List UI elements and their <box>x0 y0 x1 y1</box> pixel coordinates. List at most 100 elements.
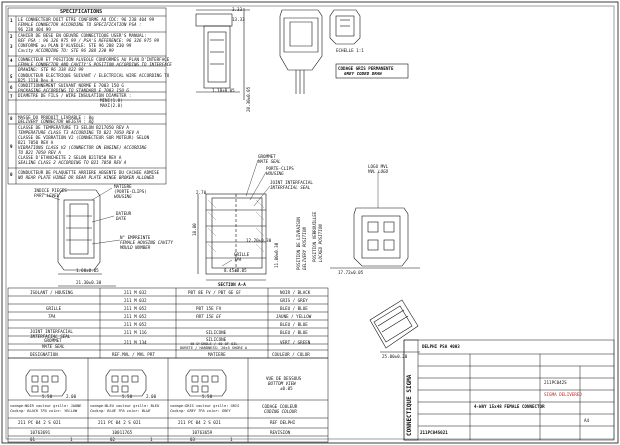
mat-cell: SILICONE <box>206 337 227 342</box>
variant-code: codage:NOIR couleur grille: JAUNE <box>10 404 82 408</box>
variant-num: 10763691 <box>30 430 51 435</box>
variant-connector-3 <box>185 369 227 397</box>
mat-cell: 40 D'SHOLE / 40 OF OIL <box>190 342 238 346</box>
dim-label: 11.80±0.30 <box>274 242 279 268</box>
mat-cell: ISOLANT / HOUSING <box>30 290 73 295</box>
mat-cell: BLEU / BLUE <box>280 330 308 335</box>
variant-code-en: Coding: BLACK TPA color: YELLOW <box>10 409 78 413</box>
variant-ref: 211 PC 04 2 S 021 <box>98 420 141 425</box>
label-mould-number: MOULD NUMBER <box>120 245 151 250</box>
scale-label: ECHELLE 1:1 <box>336 48 364 53</box>
spec-extra-line: TO B21 7050 REV A <box>18 150 61 155</box>
label-delivery-position: DELIVERY POSITION <box>302 227 307 270</box>
section-title: SECTION A-A <box>218 282 246 287</box>
bottom-cell: 1 <box>230 437 233 442</box>
dim-label: 20.30±0.05 <box>246 86 251 112</box>
label-position-livraison: POSITION DE LIVRAISON <box>296 217 301 270</box>
label-indice-pieces: INDICE PIECES <box>34 188 67 193</box>
spec-row-num: 7 <box>10 94 13 99</box>
spec-table <box>7 7 167 185</box>
spec-row-ref: MAXI(2.8) <box>100 103 123 108</box>
bottom-view-en: BOTTOM VIEW <box>268 381 296 386</box>
mat-cell: 211 M 032 <box>124 298 147 303</box>
label-joint-int: JOINT INTERFACIAL <box>270 180 313 185</box>
mat-cell: JAUNE / YELLOW <box>276 314 312 319</box>
bottom-cell: 03 <box>190 437 196 442</box>
dim-label: 18.80 <box>192 223 197 236</box>
dim-label: 13.33 <box>232 17 245 22</box>
spec-row-fr: CONDUCTEUR ELECTRIQUE SUIVANT / ELECTRIC… <box>18 73 170 78</box>
dim-label: 17.72±0.05 <box>338 270 364 275</box>
variant-connector-2 <box>105 369 147 397</box>
mat-designation: DESIGNATION <box>30 352 58 357</box>
spec-row-num: 1 <box>10 18 13 23</box>
title-status: SIGMA DELIVERED <box>544 392 582 397</box>
dim-label: 5.50 <box>202 394 213 399</box>
variant-ref: 211 PC 04 2 S 021 <box>178 420 221 425</box>
spec-row-fr: MASSE DU PRODUIT LIVRABLE : 8g <box>18 115 94 120</box>
dim-label: 1.10±0.05 <box>212 88 235 93</box>
bottom-cell: 1 <box>150 437 153 442</box>
dim-label: 5.50 <box>42 394 53 399</box>
spec-extra-line: B21 7050 REV A <box>18 140 54 145</box>
mat-cell: INTERFACIAL SEAL <box>30 334 71 339</box>
variant-code-en: CODING COLOUR <box>264 409 297 414</box>
label-tpa: TPA <box>234 257 242 262</box>
dim-label: 5.50 <box>122 394 133 399</box>
spec-title: SPECIFICATIONS <box>60 9 103 15</box>
spec-row-fr: CONNECTEUR ET POSITION ALVEOLE CONFORMES… <box>18 57 170 62</box>
mat-ref: REF.MVL / MVL PRT <box>112 352 155 357</box>
spec-extra-line: SEALING CLASS 2 ACCORDING TO B21 7050 RE… <box>18 160 127 165</box>
mat-cell: MATE SEAL <box>42 344 65 349</box>
mat-cell: GROMMET <box>44 338 62 343</box>
spec-row-fr: CONDITIONNEMENT SUIVANT NORME E 7003 150… <box>18 83 124 88</box>
spec-row-num: 5 <box>10 74 13 79</box>
mat-cell: PBT 15E GF <box>196 314 222 319</box>
title-sidebar: CONNECTIQUE SIGMA <box>406 374 413 436</box>
variant-num: 10763659 <box>192 430 213 435</box>
spec-row-fr: LE CONNECTEUR DOIT ETRE CONFORME AU CDC:… <box>18 17 155 22</box>
code-label-fr: CODAGE GRIS PERMANENTE <box>338 66 394 71</box>
code-label-box <box>335 63 409 79</box>
mat-cell: NOIR / BLACK <box>280 290 311 295</box>
mat-cell: BLEU / BLUE <box>280 322 308 327</box>
spec-row-en: B25 1110 Rev A <box>18 78 54 83</box>
mat-cell: BLEU / BLUE <box>280 306 308 311</box>
mat-cell: TPA <box>48 314 56 319</box>
label-num-empreinte: N° EMPREINTE <box>120 235 151 240</box>
label-logo: LOGO MVL <box>368 164 389 169</box>
label-date: DATE <box>116 216 127 221</box>
spec-row-num: 9 <box>10 144 13 149</box>
spec-row-en: Cavity ACCORDING TO: STE 96 288 230 99 <box>18 48 114 53</box>
label-position-verrouillee: POSITION VERROUILLEE <box>312 211 317 262</box>
top-view-connector <box>195 8 250 100</box>
spec-row-en: PACKAGING ACCORDING TO STANDARD E 7003 1… <box>18 88 129 93</box>
dim-label: 8.45±0.05 <box>224 268 247 273</box>
title-block <box>403 339 615 441</box>
variant-ref: 211 PC 04 2 S 021 <box>18 420 61 425</box>
dim-label: 2.70 <box>196 190 207 195</box>
variant-connector-1 <box>25 369 67 397</box>
label-housing2: HOUSING <box>266 171 284 176</box>
title-company: DELPHI PSA 4003 <box>422 344 460 349</box>
spec-row-fr: DIAMETRE DE FILS / WIRE INSULATION DIAME… <box>18 93 132 98</box>
title-drawing-no: 211PC04S021 <box>420 430 448 435</box>
spec-row-fr: CONDUCTEUR DE PLAQUETTE ARRIERE ABSENTE … <box>18 170 160 175</box>
label-mate-seal: MATE SEAL <box>258 159 281 164</box>
label-porte-clips2: PORTE-CLIPS <box>266 166 294 171</box>
label-dateur: DATEUR <box>116 211 132 216</box>
bottom-view-label: VUE DE DESSOUS <box>266 376 302 381</box>
title-desc: 4-WAY 15x48 FEMALE CONNECTOR <box>474 404 545 409</box>
mat-cell: PBT 15E FV <box>196 306 222 311</box>
spec-row-fr: CAHIER DE BESE EN OEUVRE CONNECTIQUE USE… <box>18 33 147 38</box>
spec-row-num: 3 <box>10 44 13 49</box>
variant-code: codage:BLEU couleur grille: BLEU <box>90 404 160 408</box>
spec-row-ref: 96 238 404 99 <box>18 27 51 32</box>
mat-cell: SILICONE <box>206 330 227 335</box>
label-grille: GRILLE <box>234 252 250 257</box>
materials-table <box>7 287 329 359</box>
sheet-inner-border <box>5 5 615 440</box>
mat-cell: JOINT INTERFACIAL <box>30 329 73 334</box>
spec-row-en: REF PSA : 96 326 975 99 / PSA'S REFERENC… <box>18 38 160 43</box>
